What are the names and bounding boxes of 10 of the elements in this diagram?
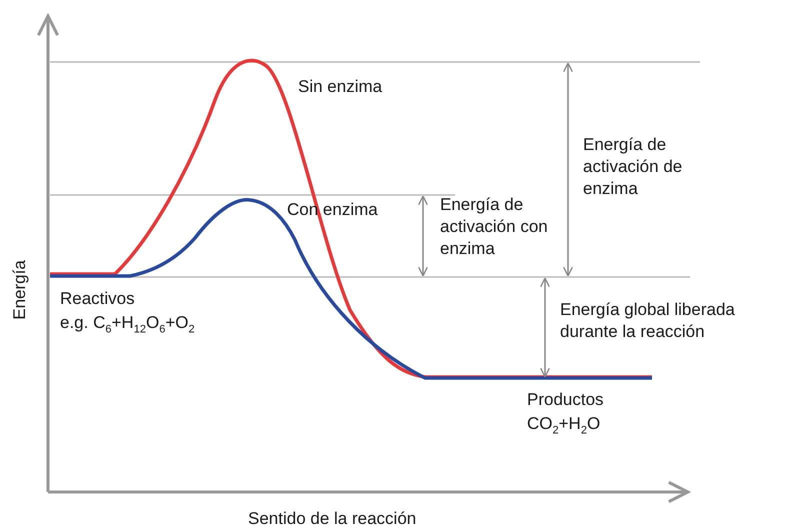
- annotation-text: Energía global liberada durante la reacción: [560, 299, 736, 343]
- annotation-text: e.g. C$_{6}$+H$_{12}$O$_{6}$+O$_{2}$: [60, 312, 195, 334]
- axis-label: Energía: [8, 260, 30, 320]
- annotation-text: Energía de activación de enzima: [583, 134, 684, 200]
- annotation-text: Reactivos: [60, 288, 135, 310]
- curve-label: Sin enzima: [298, 76, 382, 98]
- annotation-text: Productos: [527, 389, 604, 411]
- annotation-text: CO$_{2}$+H$_{2}$O: [527, 413, 600, 435]
- axis-label: Sentido de la reacción: [248, 508, 416, 530]
- annotation-text: Energía de activación con enzima: [440, 194, 549, 260]
